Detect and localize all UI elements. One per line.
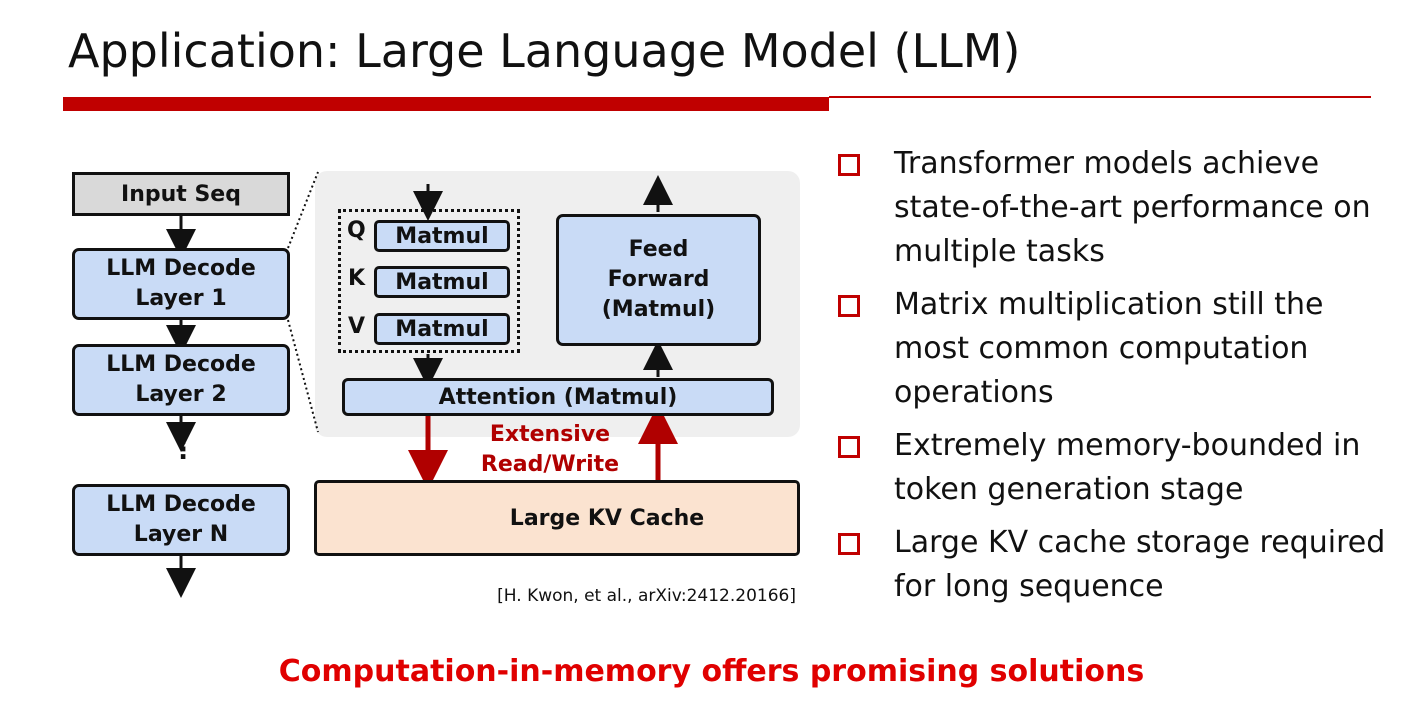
q-label: Q bbox=[347, 218, 366, 243]
v-label: V bbox=[348, 314, 366, 339]
bullet-item: Extremely memory-bounded in token genera… bbox=[836, 424, 1396, 512]
k-label: K bbox=[348, 266, 366, 291]
q-matmul-box: Matmul bbox=[374, 220, 510, 252]
decode-layer-2: LLM Decode Layer 2 bbox=[72, 344, 290, 416]
feed-forward-box: Feed Forward (Matmul) bbox=[556, 214, 761, 346]
decode-layer-1: LLM Decode Layer 1 bbox=[72, 248, 290, 320]
bullet-item: Matrix multiplication still the most com… bbox=[836, 283, 1396, 415]
bullet-square-icon bbox=[838, 436, 860, 458]
bullet-text: Matrix multiplication still the most com… bbox=[894, 287, 1324, 410]
layer-ellipsis: ⋮ bbox=[170, 435, 196, 465]
bullet-item: Large KV cache storage required for long… bbox=[836, 521, 1396, 609]
citation: [H. Kwon, et al., arXiv:2412.20166] bbox=[497, 586, 796, 606]
bullet-square-icon bbox=[838, 533, 860, 555]
bullet-text: Extremely memory-bounded in token genera… bbox=[894, 428, 1361, 507]
zoom-line-bottom bbox=[287, 319, 319, 433]
qkv-group bbox=[338, 209, 520, 353]
input-seq-box: Input Seq bbox=[72, 172, 290, 216]
bullet-list: Transformer models achieve state-of-the-… bbox=[836, 142, 1396, 618]
slide-title: Application: Large Language Model (LLM) bbox=[68, 24, 1021, 78]
bullet-item: Transformer models achieve state-of-the-… bbox=[836, 142, 1396, 274]
attention-box: Attention (Matmul) bbox=[342, 378, 774, 416]
k-matmul-box: Matmul bbox=[374, 266, 510, 298]
decode-layer-n: LLM Decode Layer N bbox=[72, 484, 290, 556]
bullet-text: Large KV cache storage required for long… bbox=[894, 525, 1386, 604]
bullet-text: Transformer models achieve state-of-the-… bbox=[894, 146, 1371, 269]
zoom-line-top bbox=[287, 171, 319, 249]
conclusion-text: Computation-in-memory offers promising s… bbox=[278, 654, 1145, 689]
kv-cache-label: Large KV Cache bbox=[509, 505, 705, 531]
title-underline-thick bbox=[63, 97, 829, 111]
bullet-square-icon bbox=[838, 295, 860, 317]
title-underline-thin bbox=[829, 96, 1371, 98]
bullet-square-icon bbox=[838, 154, 860, 176]
kv-cache-box: Large KV Cache bbox=[314, 480, 800, 556]
v-matmul-box: Matmul bbox=[374, 313, 510, 345]
extensive-read-write-label: Extensive Read/Write bbox=[480, 422, 620, 477]
